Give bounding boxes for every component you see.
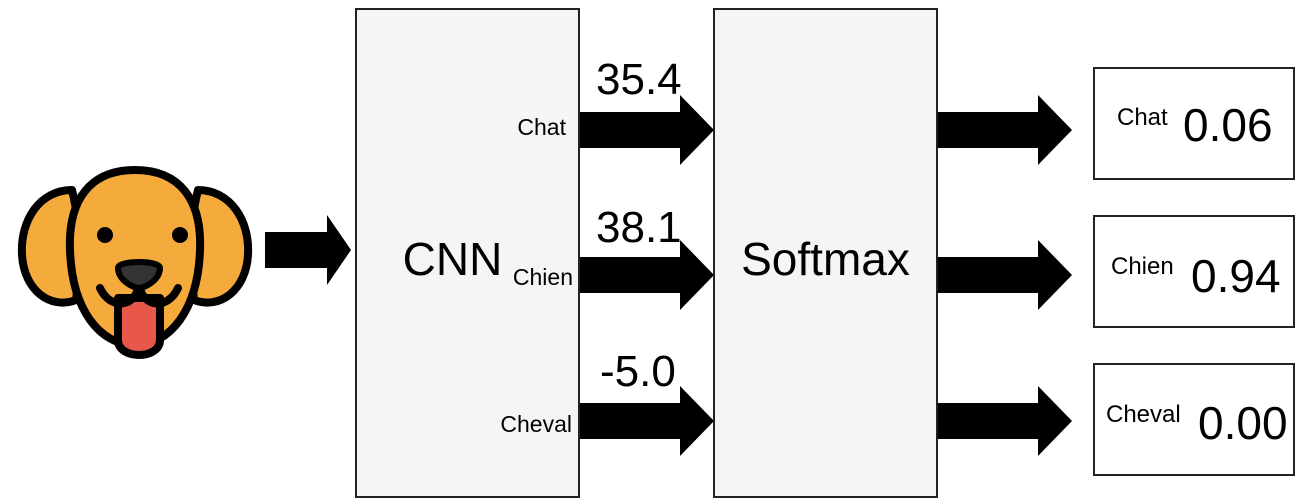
arrow-cnn-softmax-chat [580,95,714,165]
output-box-chat: Chat 0.06 [1093,67,1295,180]
dog-left-eye [97,227,113,243]
arrow-cnn-softmax-chien [580,240,714,310]
output-probability-chien: 0.94 [1191,250,1281,302]
output-box-chien: Chien 0.94 [1093,215,1295,328]
dog-nose [115,259,163,291]
arrow-cnn-softmax-cheval [580,386,714,456]
output-label-chien: Chien [1111,253,1174,280]
output-probability-cheval: 0.00 [1198,397,1288,449]
cnn-output-label-cheval: Cheval [500,411,572,437]
arrow-softmax-output-cheval [938,386,1072,456]
cnn-score-chien: 38.1 [596,203,682,252]
cnn-output-label-chien: Chien [512,264,573,290]
cnn-output-label-chat: Chat [517,114,566,140]
output-box-cheval: Cheval 0.00 [1093,363,1295,476]
cnn-score-cheval: -5.0 [600,347,676,396]
dog-face-icon [17,166,253,359]
input-arrow [265,215,351,285]
dog-right-eye [172,227,188,243]
dog-tongue [114,294,164,359]
cnn-score-chat: 35.4 [596,55,682,104]
softmax-label: Softmax [741,233,910,285]
output-probability-chat: 0.06 [1183,99,1273,151]
arrow-softmax-output-chat [938,95,1072,165]
cnn-box: CNN [355,8,580,498]
softmax-box: Softmax [713,8,938,498]
output-label-cheval: Cheval [1106,401,1181,428]
output-label-chat: Chat [1117,104,1168,131]
cnn-label: CNN [402,233,503,285]
arrow-softmax-output-chien [938,240,1072,310]
